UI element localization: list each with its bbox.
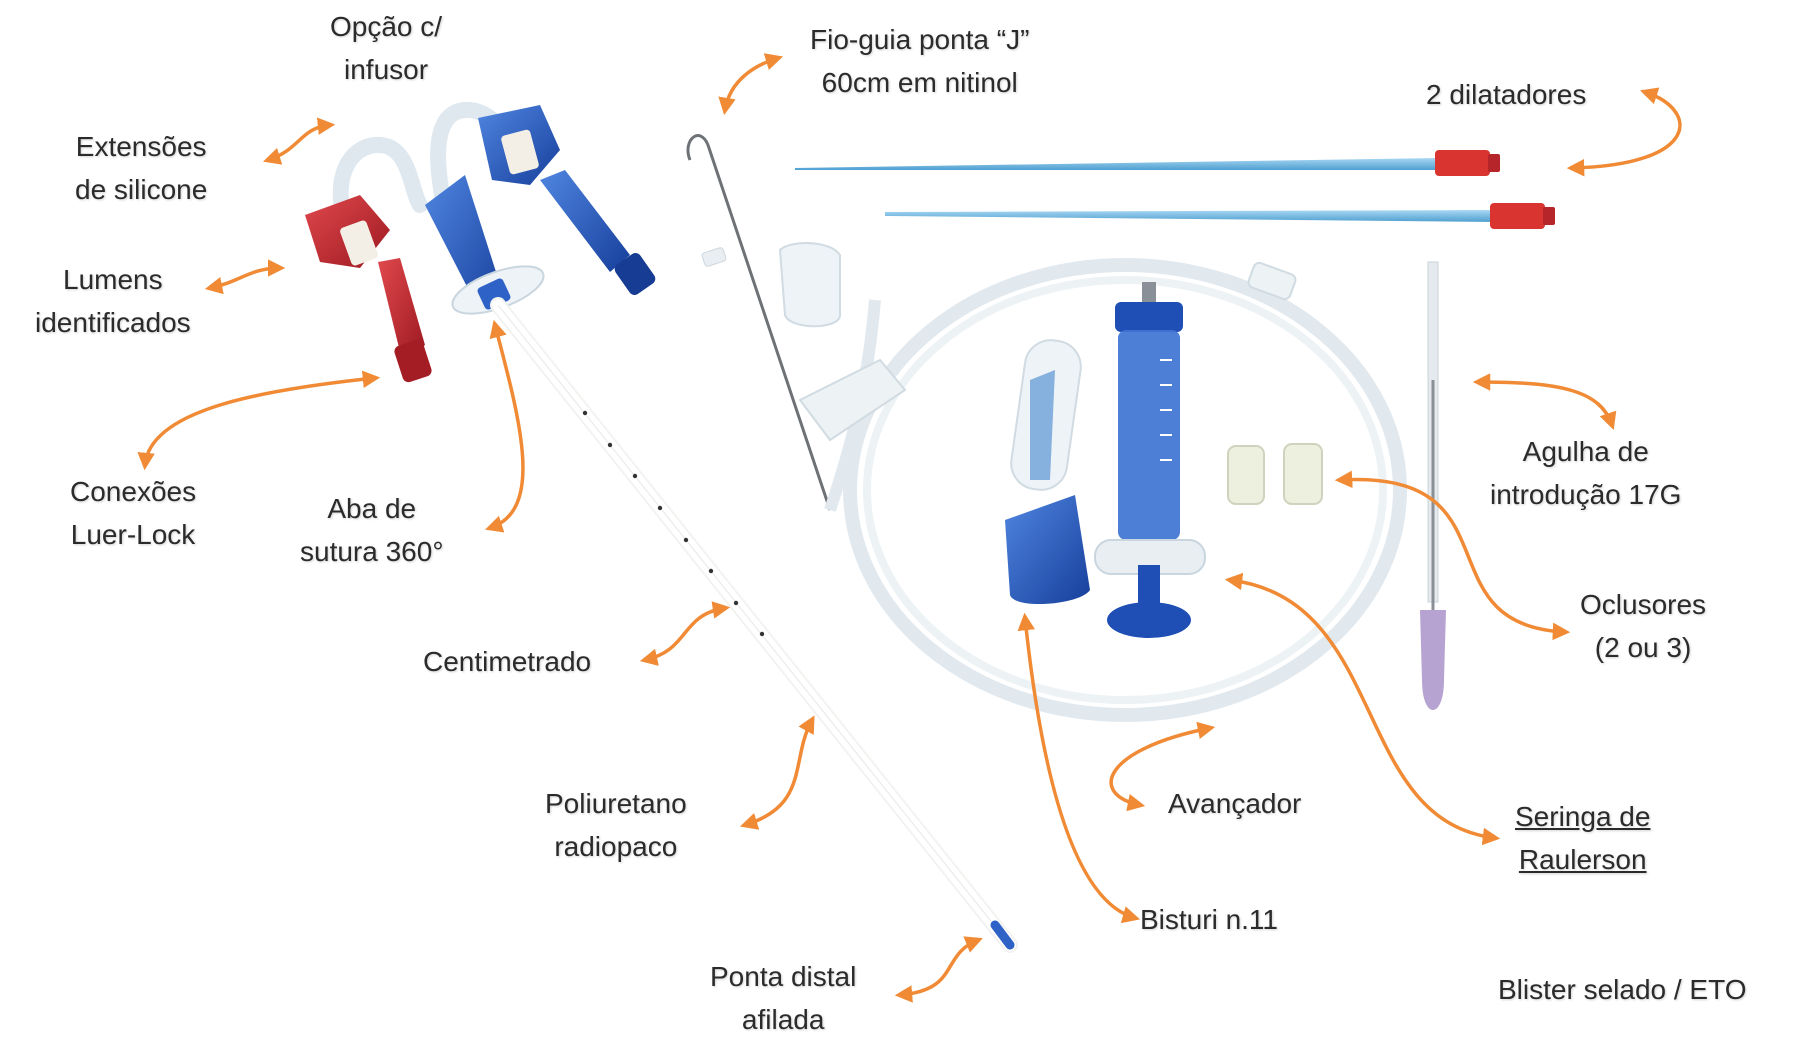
guidewire-clip — [701, 247, 727, 267]
dilators — [795, 150, 1555, 229]
label-line: Oclusores — [1580, 589, 1707, 620]
catheter — [305, 101, 1018, 953]
label-oclusores: Oclusores (2 ou 3) — [1580, 583, 1706, 669]
arrow-conexoes — [137, 370, 381, 471]
arrow-lumens — [204, 259, 286, 295]
dilator-1-hub — [1435, 150, 1490, 176]
needle-hub — [1420, 610, 1446, 710]
arrow-poliuretano — [739, 715, 815, 830]
label-line: identificados — [35, 307, 191, 338]
arrow-ponta-distal — [894, 936, 983, 1003]
label-line: Bisturi n.11 — [1140, 904, 1278, 935]
red-luer-lock — [394, 339, 432, 383]
label-line: Aba de — [327, 493, 417, 524]
raulerson-syringe — [1094, 282, 1206, 638]
label-line: Extensões — [75, 131, 207, 162]
scalpel-handle — [1005, 495, 1090, 605]
label-line: sutura 360° — [300, 536, 444, 567]
red-clamp-label — [340, 220, 378, 266]
label-dilatadores: 2 dilatadores — [1426, 73, 1586, 116]
syringe-plunger-thumb — [1107, 602, 1191, 638]
blue-luer-body — [540, 170, 630, 272]
advancer-handle — [798, 358, 907, 442]
arrow-seringa — [1224, 572, 1501, 846]
arrow-extensoes — [262, 117, 336, 165]
label-line: de silicone — [75, 174, 208, 205]
label-fio-guia: Fio-guia ponta “J” 60cm em nitinol — [810, 18, 1029, 104]
arrow-dilatadores — [1566, 87, 1682, 177]
needle-cap — [778, 242, 841, 328]
label-avancador: Avançador — [1168, 782, 1301, 825]
label-line: Fio-guia ponta “J” — [810, 24, 1030, 55]
label-line: Blister selado / ETO — [1498, 974, 1747, 1005]
introducer-needle — [1420, 261, 1446, 710]
dilator-2-hub — [1490, 203, 1545, 229]
label-line: afilada — [741, 1004, 825, 1035]
centimeter-marks — [582, 410, 765, 637]
occluder-2 — [1283, 443, 1323, 505]
label-line: infusor — [344, 54, 429, 85]
label-poliuretano-radiopaco: Poliuretano radiopaco — [545, 782, 687, 868]
blue-luer-lock — [614, 253, 656, 295]
distal-tip — [990, 920, 1015, 950]
dilator-2-cap — [1543, 207, 1555, 225]
syringe-graduations — [1160, 359, 1172, 461]
arrow-fio-guia — [718, 53, 784, 116]
label-opcao-infusor: Opção c/ infusor — [330, 5, 442, 91]
label-line: Luer-Lock — [70, 519, 196, 550]
label-line: Seringa de — [1515, 801, 1651, 832]
guidewire-line — [686, 134, 832, 511]
label-line: 60cm em nitinol — [821, 67, 1018, 98]
label-seringa-raulerson: Seringa de Raulerson — [1515, 795, 1650, 881]
scalpel — [1005, 339, 1090, 605]
label-line: Agulha de — [1522, 436, 1649, 467]
label-line: Ponta distal — [710, 961, 857, 992]
label-extensoes-silicone: Extensões de silicone — [75, 125, 207, 211]
arrow-bisturi — [1017, 612, 1141, 924]
label-line: introdução 17G — [1490, 479, 1682, 510]
dilator-1 — [795, 158, 1440, 170]
coil-clip — [1247, 261, 1297, 301]
occluders — [1227, 443, 1323, 505]
label-blister: Blister selado / ETO — [1498, 968, 1746, 1011]
label-line: 2 dilatadores — [1426, 79, 1587, 110]
occluder-1 — [1227, 445, 1265, 505]
arrow-centimetrado — [639, 601, 731, 666]
label-line: Poliuretano — [545, 788, 687, 819]
arrow-oclusores — [1334, 470, 1571, 641]
dilator-2 — [885, 210, 1495, 222]
label-line: radiopaco — [554, 831, 678, 862]
dilator-1-cap — [1488, 154, 1500, 172]
syringe-hub — [1115, 302, 1183, 332]
label-line: Centimetrado — [423, 646, 592, 677]
label-line: Lumens — [63, 264, 163, 295]
syringe-tip — [1142, 282, 1156, 304]
red-luer-body — [378, 258, 425, 360]
label-aba-sutura: Aba de sutura 360° — [300, 487, 444, 573]
blue-clamp-label — [501, 129, 539, 175]
label-ponta-distal: Ponta distal afilada — [710, 955, 856, 1041]
label-lumens-identificados: Lumens identificados — [35, 258, 191, 344]
label-bisturi: Bisturi n.11 — [1140, 898, 1278, 941]
label-line: Raulerson — [1518, 844, 1647, 875]
label-line: Avançador — [1168, 788, 1302, 819]
scalpel-blade — [1030, 370, 1055, 480]
label-agulha-introducao: Agulha de introdução 17G — [1490, 430, 1681, 516]
label-conexoes-luer-lock: Conexões Luer-Lock — [70, 470, 196, 556]
label-line: Opção c/ — [330, 11, 443, 42]
syringe-barrel — [1118, 330, 1180, 540]
arrow-agulha — [1472, 373, 1617, 430]
label-line: (2 ou 3) — [1594, 632, 1692, 663]
callout-arrows — [137, 53, 1682, 1003]
label-line: Conexões — [70, 476, 197, 507]
label-centimetrado: Centimetrado — [423, 640, 591, 683]
guidewire — [686, 134, 841, 511]
arrow-aba-sutura — [485, 319, 525, 533]
